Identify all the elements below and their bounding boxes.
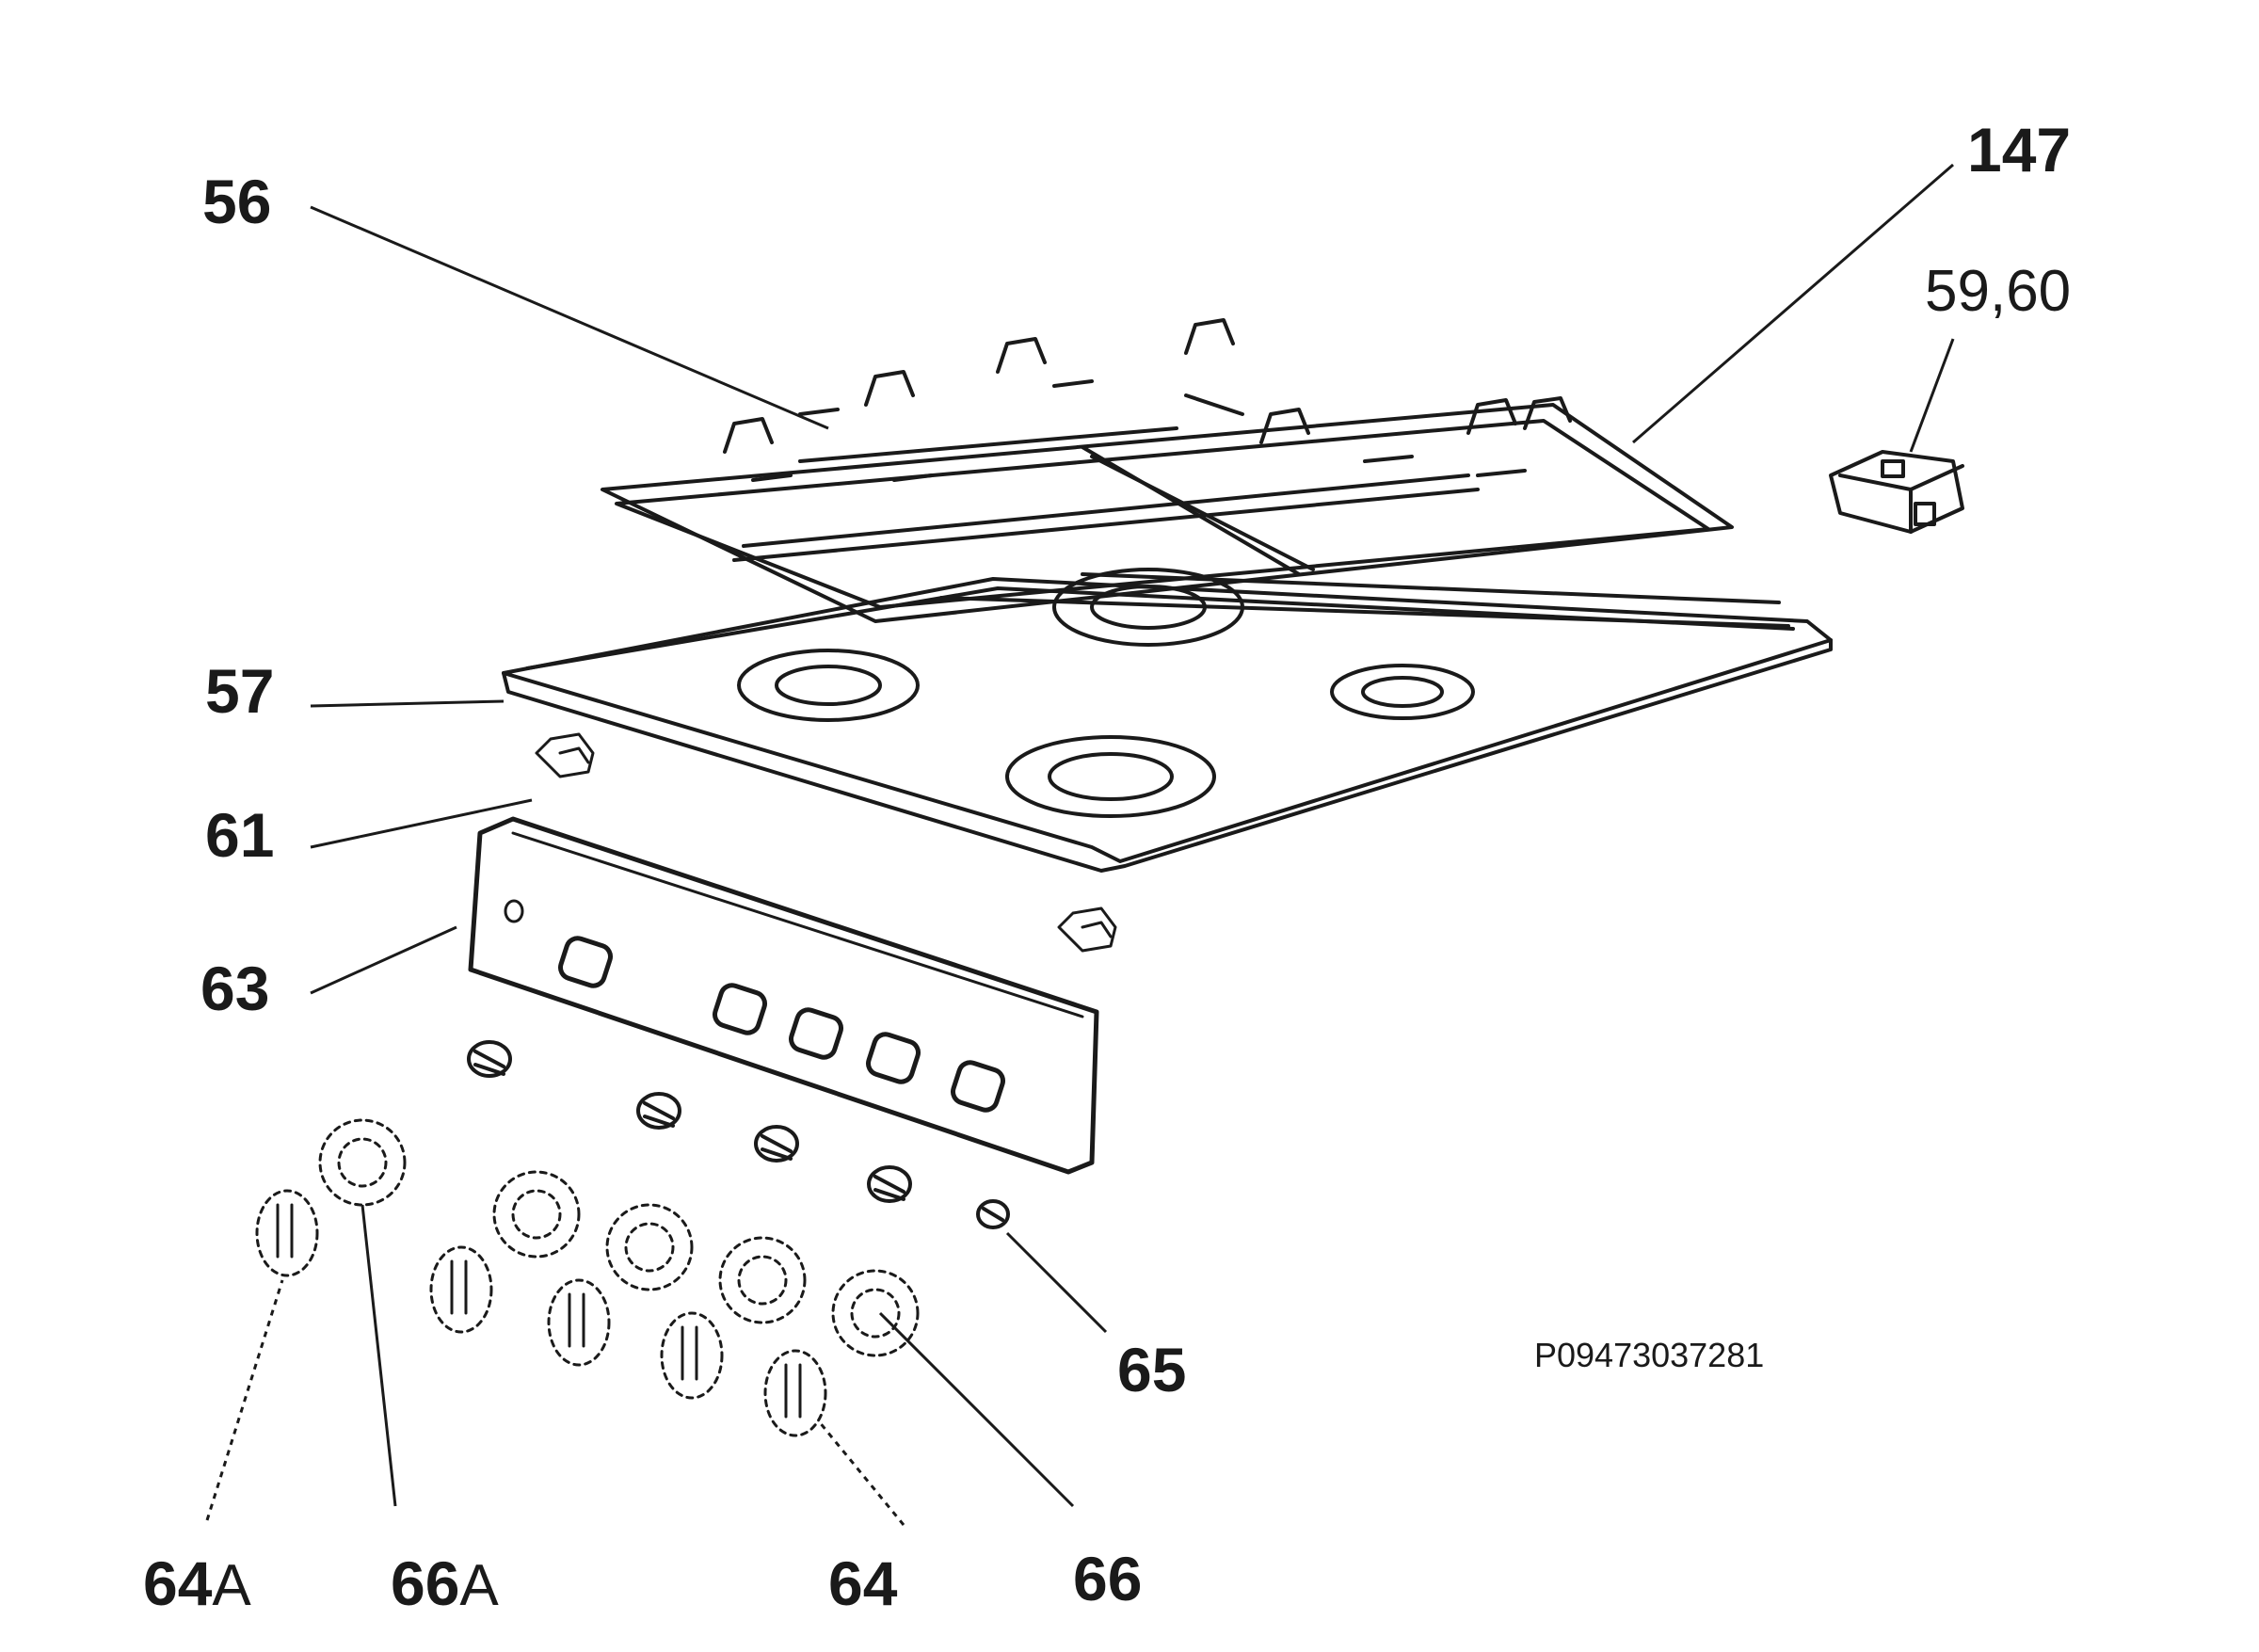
drawing-code: P09473037281 — [1534, 1336, 1764, 1374]
label-66a: 66A — [391, 1548, 499, 1618]
hob-top-plate — [502, 568, 1833, 873]
side-connector-block — [1829, 450, 1964, 534]
label-64: 64 — [828, 1548, 898, 1618]
label-147: 147 — [1967, 115, 2071, 184]
knob-bezels — [318, 1118, 920, 1357]
label-66: 66 — [1073, 1544, 1142, 1613]
label-56: 56 — [202, 167, 271, 236]
side-bracket-right — [1057, 906, 1117, 953]
label-64a: 64A — [143, 1548, 251, 1618]
label-63: 63 — [200, 954, 269, 1023]
label-57: 57 — [205, 656, 274, 726]
pan-support-grid — [601, 318, 1734, 623]
side-bracket-left — [535, 732, 595, 778]
knob-springs — [467, 1040, 1010, 1229]
control-knobs — [255, 1189, 827, 1437]
label-65: 65 — [1117, 1335, 1186, 1404]
callout-labels: 56 147 59,60 57 61 63 65 64A 66A 64 66 P… — [143, 115, 2071, 1618]
label-61: 61 — [205, 800, 274, 870]
label-59-60: 59,60 — [1925, 259, 2071, 324]
control-panel — [468, 816, 1099, 1175]
leader-lines — [205, 163, 1955, 1526]
